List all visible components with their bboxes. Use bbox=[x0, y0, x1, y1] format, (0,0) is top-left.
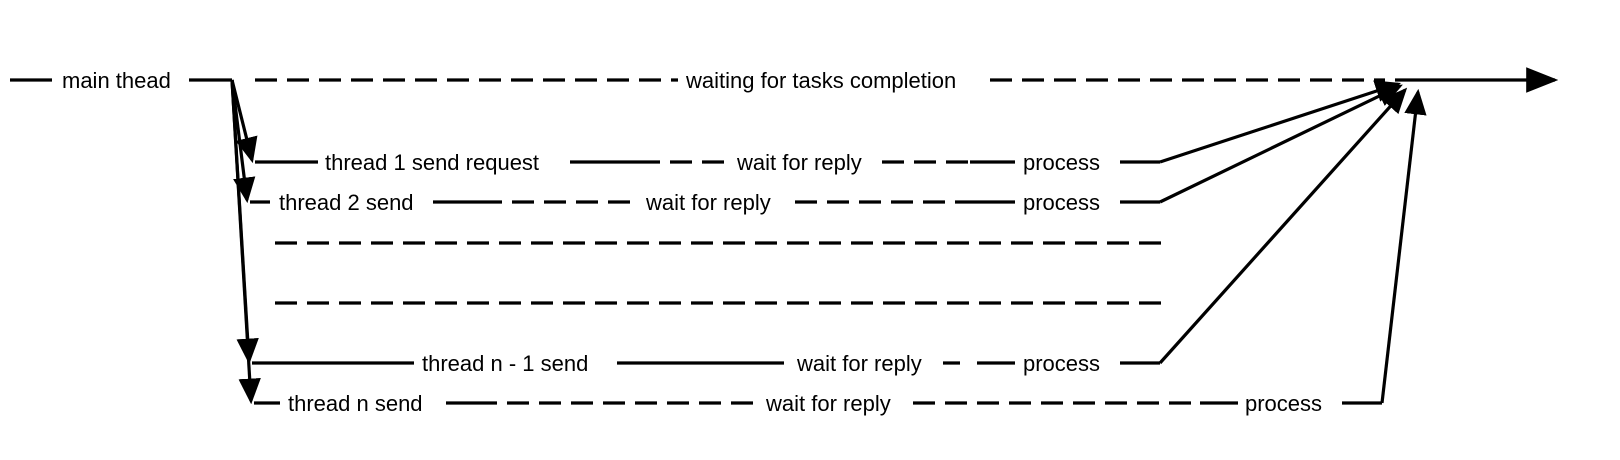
main-thread-label: main thead bbox=[62, 68, 171, 93]
thread-n-1-wait-label: wait for reply bbox=[796, 351, 922, 376]
thread-2-wait-label: wait for reply bbox=[645, 190, 771, 215]
thread-1-send-label: thread 1 send request bbox=[325, 150, 539, 175]
thread-n-1-process-label: process bbox=[1023, 351, 1100, 376]
thread-n-1-row: thread n - 1 send wait for reply process bbox=[252, 87, 1408, 376]
thread-2-row: thread 2 send wait for reply process bbox=[250, 84, 1403, 215]
thread-n-join-arrow bbox=[1380, 88, 1427, 404]
thread-2-process-label: process bbox=[1023, 190, 1100, 215]
thread-2-join-arrow bbox=[1159, 84, 1403, 204]
fork-arrow-thread-n bbox=[230, 79, 261, 405]
thread-n-wait-label: wait for reply bbox=[765, 391, 891, 416]
thread-n-1-send-label: thread n - 1 send bbox=[422, 351, 588, 376]
thread-1-process-label: process bbox=[1023, 150, 1100, 175]
thread-n-send-label: thread n send bbox=[288, 391, 423, 416]
thread-2-send-label: thread 2 send bbox=[279, 190, 414, 215]
thread-n-1-join-arrow bbox=[1158, 87, 1408, 365]
thread-1-join-arrow bbox=[1159, 80, 1402, 164]
main-waiting-label: waiting for tasks completion bbox=[685, 68, 956, 93]
thread-1-row: thread 1 send request wait for reply pro… bbox=[255, 80, 1402, 175]
fork-arrow-thread-1 bbox=[230, 79, 258, 164]
thread-n-row: thread n send wait for reply process bbox=[254, 88, 1427, 416]
thread-n-process-label: process bbox=[1245, 391, 1322, 416]
thread-1-wait-label: wait for reply bbox=[736, 150, 862, 175]
